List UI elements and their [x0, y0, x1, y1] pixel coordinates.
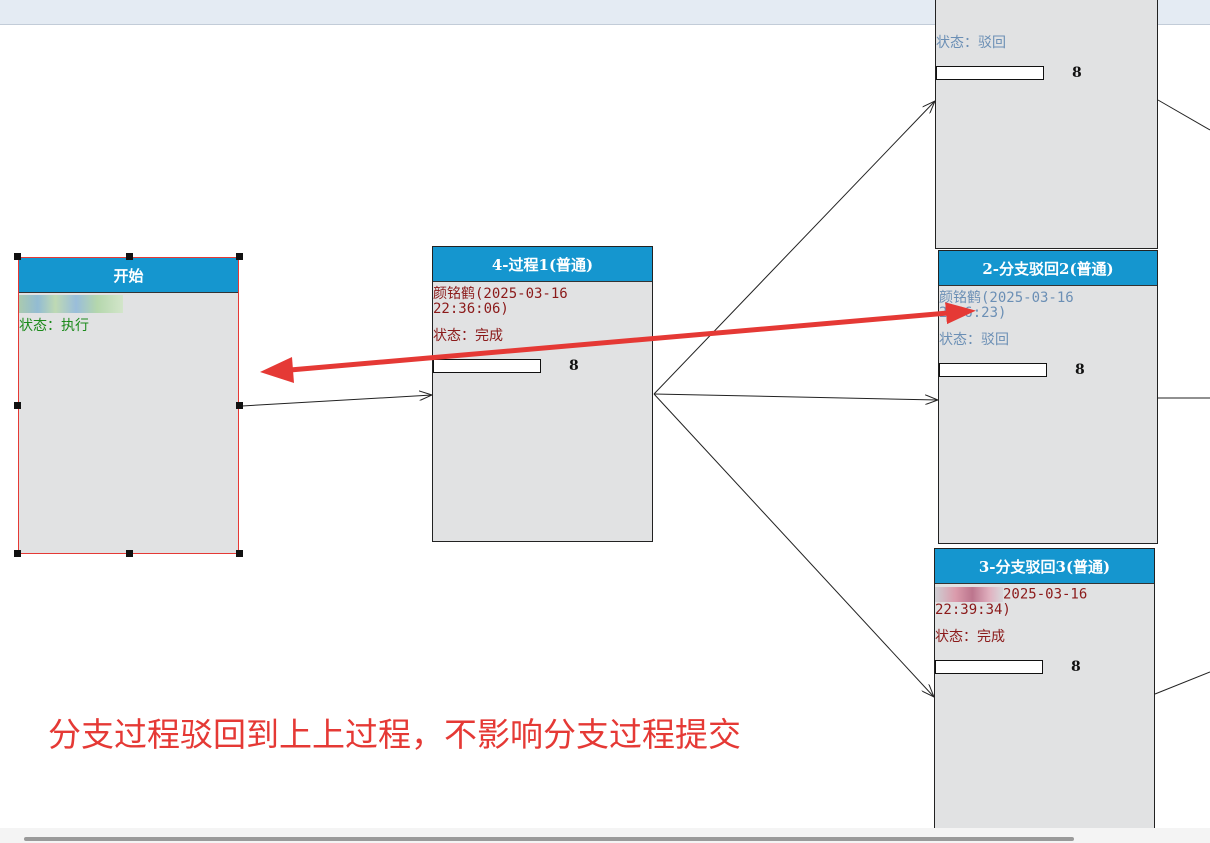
node-branch3-user: 2025-03-16: [1003, 586, 1088, 603]
resize-handle-s[interactable]: [126, 550, 133, 557]
node-start-status: 状态：执行: [19, 318, 89, 334]
node-branch3-status: 状态：完成: [935, 628, 1005, 645]
horizontal-scrollbar[interactable]: [0, 828, 1210, 843]
edge-process1-to-branch3[interactable]: [653, 393, 934, 697]
node-process1-status: 状态：完成: [433, 328, 503, 344]
resize-handle-w[interactable]: [14, 402, 21, 409]
resize-handle-se[interactable]: [236, 550, 243, 557]
node-branch3-time: 22:39:34): [935, 601, 1011, 618]
node-start-title: 开始: [19, 258, 238, 293]
node-process1-title: 4-过程1(普通): [433, 247, 652, 282]
node-process1-user: 颜铭鹤(2025-03-16: [433, 286, 568, 302]
resize-handle-e[interactable]: [236, 402, 243, 409]
node-top-right-status: 状态：驳回: [936, 35, 1006, 51]
progress-value: 8: [1071, 658, 1081, 675]
edge-branch3-out[interactable]: [1154, 671, 1210, 695]
node-top-right[interactable]: 状态：驳回 8: [935, 0, 1158, 249]
node-process1-progress: 8: [433, 358, 652, 374]
node-branch3-user-row: 2025-03-16: [935, 587, 1154, 603]
node-branch2-time: 2:36:23): [939, 305, 1007, 321]
node-branch2-status: 状态：驳回: [939, 332, 1009, 348]
blurred-user: [19, 293, 238, 313]
node-branch2-user: 颜铭鹤(2025-03-16: [939, 290, 1074, 306]
resize-handle-ne[interactable]: [236, 253, 243, 260]
node-branch3-progress: 8: [935, 659, 1154, 675]
node-top-right-progress: 8: [936, 65, 1157, 81]
progress-bar: [935, 659, 1043, 674]
node-branch3-title: 3-分支驳回3(普通): [935, 549, 1154, 584]
node-branch3[interactable]: 3-分支驳回3(普通) 2025-03-16 22:39:34) 状态：完成 8: [934, 548, 1155, 828]
node-process1-time: 22:36:06): [433, 301, 509, 317]
node-start[interactable]: 开始 状态：执行: [18, 257, 239, 554]
annotation-text: 分支过程驳回到上上过程，不影响分支过程提交: [48, 715, 741, 754]
resize-handle-n[interactable]: [126, 253, 133, 260]
edge-top-out[interactable]: [1157, 99, 1210, 131]
edge-start-to-process1[interactable]: [241, 395, 432, 407]
node-branch2-progress: 8: [939, 362, 1157, 378]
resize-handle-sw[interactable]: [14, 550, 21, 557]
edge-process1-to-top[interactable]: [653, 101, 935, 395]
scrollbar-thumb[interactable]: [24, 837, 1074, 841]
edge-process1-to-branch2[interactable]: [653, 393, 938, 400]
progress-value: 8: [1075, 362, 1085, 378]
progress-bar: [936, 66, 1044, 80]
node-branch2[interactable]: 2-分支驳回2(普通) 颜铭鹤(2025-03-16 2:36:23) 状态：驳…: [938, 250, 1158, 544]
node-process1[interactable]: 4-过程1(普通) 颜铭鹤(2025-03-16 22:36:06) 状态：完成…: [432, 246, 653, 542]
progress-bar: [433, 359, 541, 373]
node-branch2-title: 2-分支驳回2(普通): [939, 251, 1157, 286]
progress-bar: [939, 363, 1047, 377]
progress-value: 8: [569, 358, 579, 374]
blurred-user: [935, 587, 1003, 602]
resize-handle-nw[interactable]: [14, 253, 21, 260]
progress-value: 8: [1072, 65, 1082, 81]
